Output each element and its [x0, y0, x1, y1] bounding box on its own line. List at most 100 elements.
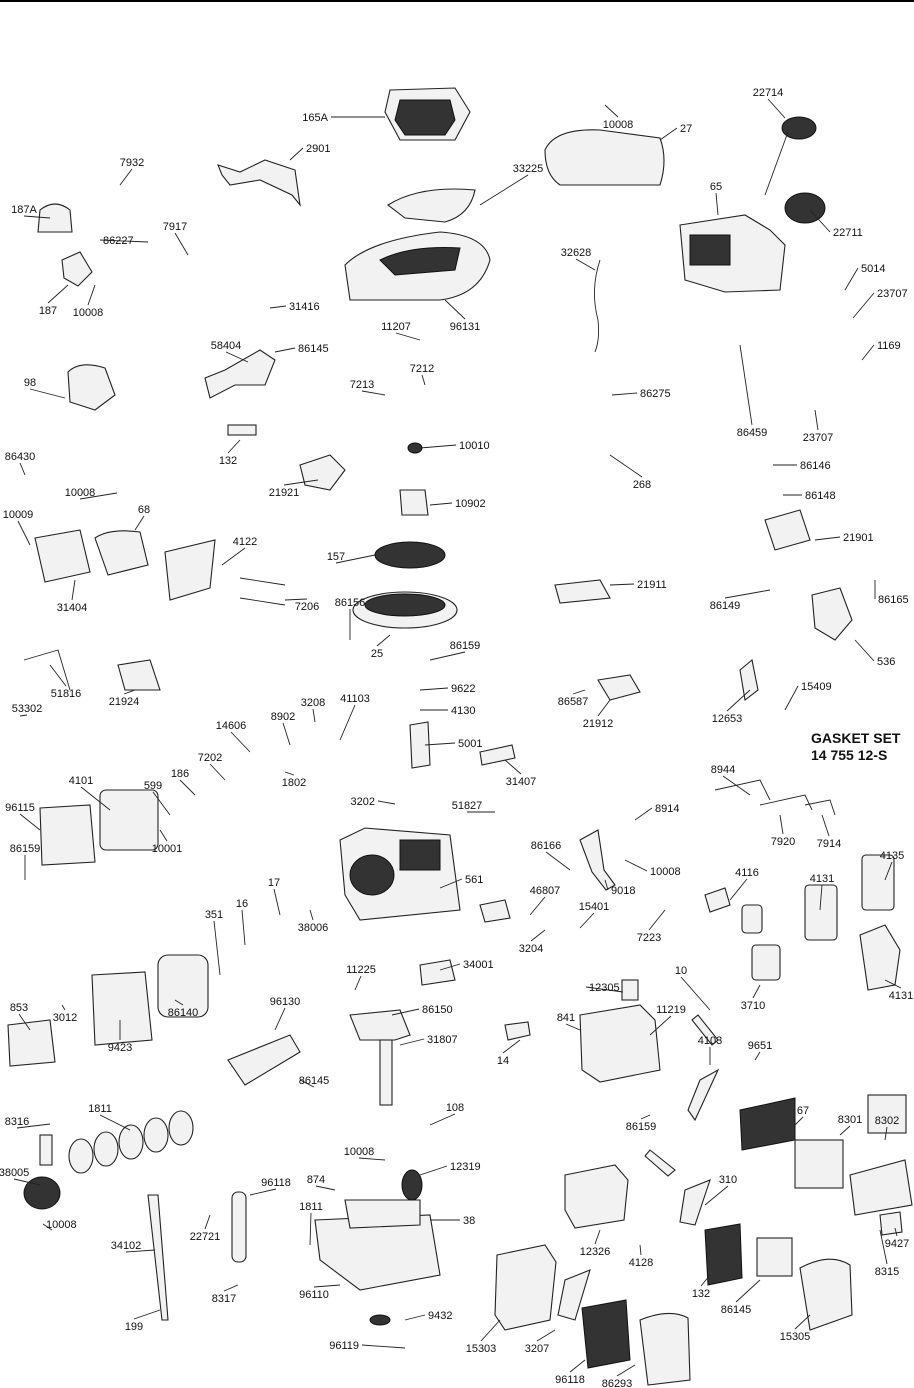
leader-line-96110	[313, 1284, 341, 1288]
leader-line-8317	[223, 1284, 239, 1292]
part-label-86275: 86275	[640, 388, 671, 400]
pre-cleaner-8317	[756, 1237, 793, 1277]
part-label-38005: 38005	[0, 1167, 29, 1179]
leader-line-51816	[49, 664, 67, 687]
leader-line-3012	[61, 1004, 66, 1011]
part-label-9423: 9423	[108, 1042, 132, 1054]
leader-line-86459	[739, 344, 753, 426]
leader-line-14	[502, 1039, 521, 1054]
crankshaft-output	[379, 1039, 393, 1106]
leader-line-86159	[429, 651, 466, 661]
part-label-8316: 8316	[5, 1116, 29, 1128]
part-label-51827: 51827	[452, 800, 483, 812]
leader-line-86145	[735, 1279, 761, 1303]
part-label-22714: 22714	[753, 87, 784, 99]
leader-line-33225	[479, 174, 529, 206]
part-label-12319: 12319	[450, 1161, 481, 1173]
leader-line-3202	[377, 800, 396, 805]
cylinder-bore	[349, 854, 395, 896]
part-label-15401: 15401	[579, 901, 610, 913]
leader-line-23707	[814, 409, 819, 431]
part-label-96110: 96110	[299, 1289, 329, 1301]
gasket-11225	[741, 904, 763, 934]
leader-line-874	[315, 1185, 336, 1191]
part-label-536: 536	[877, 656, 895, 668]
control-links	[714, 779, 836, 816]
part-label-157: 157	[327, 551, 345, 563]
leader-line-5014	[844, 267, 859, 291]
leader-line-1802	[284, 771, 295, 776]
part-label-14606: 14606	[216, 720, 247, 732]
clip-34102	[879, 1211, 903, 1236]
leader-line-10008	[358, 1157, 386, 1161]
brake-assembly	[37, 203, 73, 233]
air-filter-8322	[581, 1299, 631, 1369]
head-gasket-841	[157, 954, 209, 1018]
part-label-4116: 4116	[735, 867, 759, 879]
part-label-165A: 165A	[302, 112, 328, 124]
leader-line-841	[565, 1023, 581, 1031]
leader-line-187A	[23, 215, 51, 219]
leader-line-86140	[174, 999, 184, 1006]
top-rule	[0, 0, 914, 2]
air-cleaner-cover-96119	[799, 1258, 853, 1331]
throttle-bracket	[554, 579, 611, 604]
breather-tube	[594, 259, 601, 353]
air-cleaner-base-9423	[579, 1004, 661, 1083]
cap-3710	[621, 979, 639, 1001]
leader-line-4101	[80, 786, 111, 811]
air-cleaner-cover-96133	[639, 1312, 691, 1386]
leader-line-7917	[174, 232, 189, 256]
part-label-8902: 8902	[271, 711, 295, 723]
part-label-199: 199	[125, 1321, 143, 1333]
bracket-12653	[739, 658, 759, 701]
part-label-86430: 86430	[5, 451, 36, 463]
leader-line-12305	[585, 986, 624, 993]
leader-line-2901	[289, 147, 304, 161]
cam-gear-10	[419, 959, 456, 986]
leader-line-38006	[309, 909, 314, 921]
part-label-8301: 8301	[838, 1114, 862, 1126]
part-label-86459: 86459	[737, 427, 768, 439]
spark-plug	[227, 424, 257, 436]
lever-46807	[479, 899, 511, 923]
part-label-3207: 3207	[525, 1343, 549, 1355]
part-label-3012: 3012	[53, 1012, 77, 1024]
part-label-10: 10	[675, 965, 687, 977]
gasket-4103	[504, 1021, 531, 1041]
leader-line-599	[152, 791, 171, 816]
leader-line-11225	[354, 975, 362, 991]
part-label-7914: 7914	[817, 838, 841, 850]
valve-cover-96130	[7, 1019, 56, 1067]
part-label-9651: 9651	[748, 1040, 772, 1052]
part-label-7212: 7212	[410, 363, 434, 375]
parts-drawings	[7, 87, 913, 1386]
part-label-874: 874	[307, 1174, 325, 1186]
leader-line-21911	[609, 583, 635, 586]
muffler	[94, 530, 149, 576]
leader-line-12326	[594, 1229, 601, 1245]
piston-ring-5	[168, 1110, 194, 1146]
leader-line-10008	[87, 284, 96, 306]
part-label-10008: 10008	[73, 307, 104, 319]
leader-line-31407	[504, 759, 522, 775]
leader-line-7914	[821, 814, 830, 837]
leader-line-1169	[861, 344, 875, 361]
muffler-guard	[34, 529, 91, 583]
part-label-7917: 7917	[163, 221, 187, 233]
leader-line-21921	[283, 479, 319, 486]
part-label-5001: 5001	[458, 738, 482, 750]
leader-line-10008	[604, 104, 619, 118]
part-label-22711: 22711	[833, 227, 863, 239]
bracket-96118-a	[679, 1179, 711, 1226]
part-label-1802: 1802	[282, 777, 306, 789]
leader-line-31404	[71, 579, 76, 601]
leader-line-12653	[726, 689, 751, 712]
part-label-8302: 8302	[875, 1115, 899, 1127]
leader-line-96119	[361, 1344, 406, 1349]
leader-line-21901	[814, 536, 841, 541]
part-label-86146: 86146	[800, 460, 831, 472]
part-label-41103: 41103	[340, 693, 370, 705]
leader-line-41103	[339, 704, 356, 741]
leader-line-10009	[17, 520, 31, 546]
